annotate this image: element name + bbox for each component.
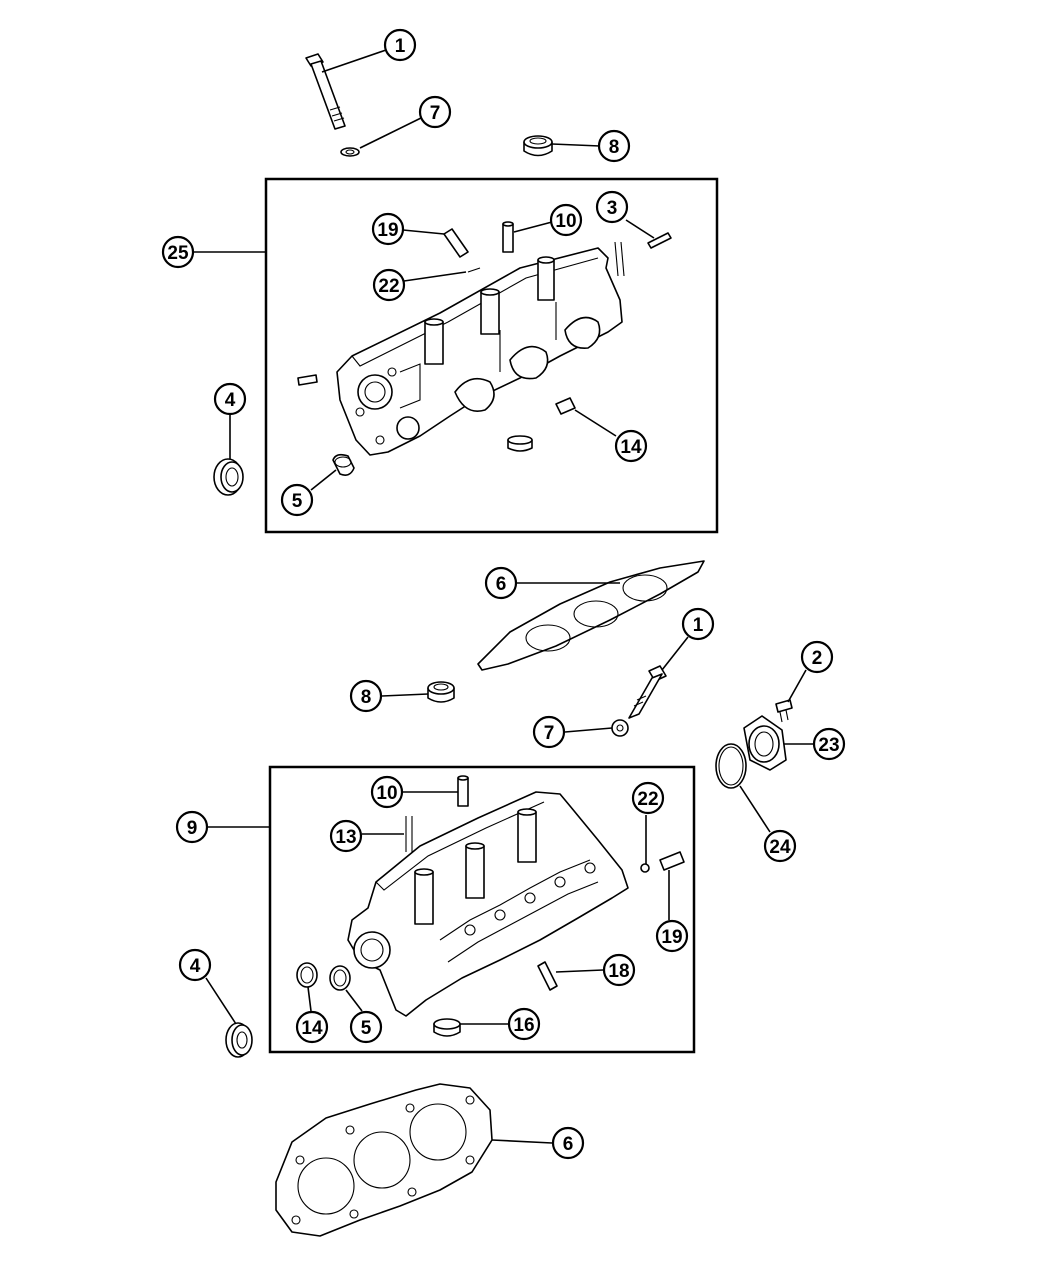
callout-10-lower: 10 [370, 775, 404, 809]
callout-18-lower: 18 [602, 953, 636, 987]
svg-text:5: 5 [361, 1018, 372, 1039]
head-bolt-part-middle [628, 665, 667, 719]
callout-7-middle: 7 [532, 715, 566, 749]
callout-19-lower: 19 [655, 919, 689, 953]
callout-19-upper: 19 [371, 212, 405, 246]
svg-text:2: 2 [812, 648, 823, 669]
callout-7-upper: 7 [418, 95, 452, 129]
svg-text:4: 4 [225, 390, 236, 411]
dowel-19-upper [443, 228, 469, 258]
callout-13-lower: 13 [329, 819, 363, 853]
svg-text:9: 9 [187, 818, 198, 839]
callout-9-lower: 9 [175, 810, 209, 844]
callout-6-bottom: 6 [551, 1126, 585, 1160]
callout-1-middle: 1 [681, 607, 715, 641]
svg-text:24: 24 [769, 837, 791, 858]
washer-part-middle [611, 719, 629, 737]
clip-22-lower [640, 863, 650, 873]
clip-22-upper [467, 267, 481, 273]
callout-1-upper: 1 [383, 28, 417, 62]
callout-2-middle: 2 [800, 640, 834, 674]
callout-16-lower: 16 [507, 1007, 541, 1041]
plug-14-upper [555, 397, 576, 415]
dowel-10-upper [502, 221, 514, 253]
svg-text:6: 6 [563, 1134, 574, 1155]
oil-seal-part-lower [225, 1022, 253, 1058]
stud-3-upper [614, 232, 672, 277]
callout-24-middle: 24 [763, 829, 797, 863]
callout-22-upper: 22 [372, 268, 406, 302]
svg-text:4: 4 [190, 956, 201, 977]
lower-cylinder-head-part [347, 791, 629, 1017]
dowel-19-lower [659, 851, 685, 871]
svg-text:3: 3 [607, 198, 618, 219]
svg-text:6: 6 [496, 574, 507, 595]
callout-10-upper: 10 [549, 203, 583, 237]
upper-cylinder-head-assembly-frame [264, 177, 719, 534]
head-gasket-part-middle [477, 560, 705, 671]
callout-6-middle: 6 [484, 566, 518, 600]
svg-text:18: 18 [608, 961, 629, 982]
svg-text:1: 1 [395, 36, 406, 57]
cover-part-23 [743, 715, 787, 771]
svg-text:7: 7 [544, 723, 555, 744]
stud-13-lower [405, 816, 413, 852]
callout-8-middle: 8 [349, 679, 383, 713]
svg-text:14: 14 [301, 1018, 323, 1039]
callout-5-upper: 5 [280, 483, 314, 517]
svg-text:1: 1 [693, 615, 704, 636]
washer-part-top [340, 147, 360, 157]
callout-23-middle: 23 [812, 727, 846, 761]
head-gasket-part-bottom [275, 1083, 493, 1237]
callout-25-upper: 25 [161, 235, 195, 269]
plug-14-lower [296, 962, 318, 988]
seal-16-lower [433, 1018, 461, 1037]
svg-text:5: 5 [292, 491, 303, 512]
callout-4-upper: 4 [213, 382, 247, 416]
plug-5-lower [329, 965, 351, 991]
callout-3-upper: 3 [595, 190, 629, 224]
bolt-part-2 [775, 699, 793, 723]
callout-14-upper: 14 [614, 429, 648, 463]
svg-text:8: 8 [609, 137, 620, 158]
svg-text:10: 10 [555, 211, 576, 232]
svg-text:19: 19 [661, 927, 682, 948]
seal-part-middle [427, 681, 455, 703]
svg-text:13: 13 [335, 827, 356, 848]
plug-5-upper [332, 453, 355, 476]
o-ring-part-24 [715, 743, 747, 789]
pin-left-upper [297, 374, 318, 386]
lower-cylinder-head-assembly-frame [268, 765, 696, 1054]
svg-text:23: 23 [818, 735, 839, 756]
svg-text:25: 25 [167, 243, 189, 264]
stud-18-lower [537, 961, 558, 991]
dowel-10-lower [457, 775, 469, 807]
seal-part-top [523, 135, 553, 157]
callout-4-lower: 4 [178, 948, 212, 982]
callout-8-upper: 8 [597, 129, 631, 163]
callout-22-lower: 22 [631, 781, 665, 815]
svg-text:7: 7 [430, 103, 441, 124]
oil-seal-part-upper [213, 458, 244, 496]
head-bolt-part-top [305, 53, 346, 130]
svg-text:22: 22 [378, 276, 399, 297]
svg-text:8: 8 [361, 687, 372, 708]
svg-text:22: 22 [637, 789, 658, 810]
svg-text:16: 16 [513, 1015, 534, 1036]
svg-text:10: 10 [376, 783, 397, 804]
leader-lines [194, 49, 814, 1144]
callout-5-lower: 5 [349, 1010, 383, 1044]
upper-cylinder-head-part [336, 247, 623, 456]
seal-16-upper [507, 435, 533, 452]
svg-text:14: 14 [620, 437, 642, 458]
svg-text:19: 19 [377, 220, 398, 241]
callout-14-lower: 14 [295, 1010, 329, 1044]
